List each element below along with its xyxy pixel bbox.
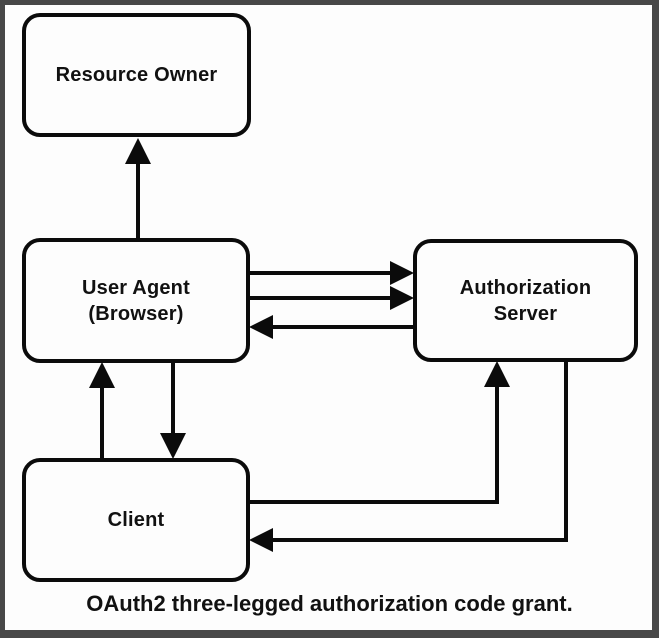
node-label: Authorization [459,276,592,299]
edge-authorization-server-to-user-agent [249,315,413,339]
node-label: Client [107,509,165,531]
arrowhead-up-icon [89,362,115,388]
node-label-line2: (Browser) [88,302,184,325]
edge-client-to-authorization-server [250,361,510,504]
edge-authorization-server-to-client [249,361,568,552]
edge-user-agent-to-authorization-server-2 [250,286,414,310]
diagram-caption: OAuth2 three-legged authorization code g… [86,591,573,616]
edge-user-agent-to-resource-owner [125,138,151,238]
arrowhead-up-icon [125,138,151,164]
node-user-agent: User Agent (Browser) [22,238,250,363]
arrowhead-left-icon [249,528,273,552]
arrowhead-right-icon [390,261,414,285]
edge-user-agent-to-client [160,363,186,459]
edge-user-agent-to-authorization-server-1 [250,261,414,285]
node-label: Resource Owner [55,64,218,86]
arrowhead-left-icon [249,315,273,339]
node-client: Client [22,458,250,582]
arrowhead-up-icon [484,361,510,387]
node-authorization-server: Authorization Server [413,239,638,362]
edge-line [273,361,568,542]
edge-client-to-user-agent [89,362,115,458]
node-resource-owner: Resource Owner [22,13,251,137]
node-label-line2: Server [493,302,558,325]
arrowhead-right-icon [390,286,414,310]
arrowhead-down-icon [160,433,186,459]
node-label: User Agent [82,276,190,299]
edge-line [250,387,499,504]
